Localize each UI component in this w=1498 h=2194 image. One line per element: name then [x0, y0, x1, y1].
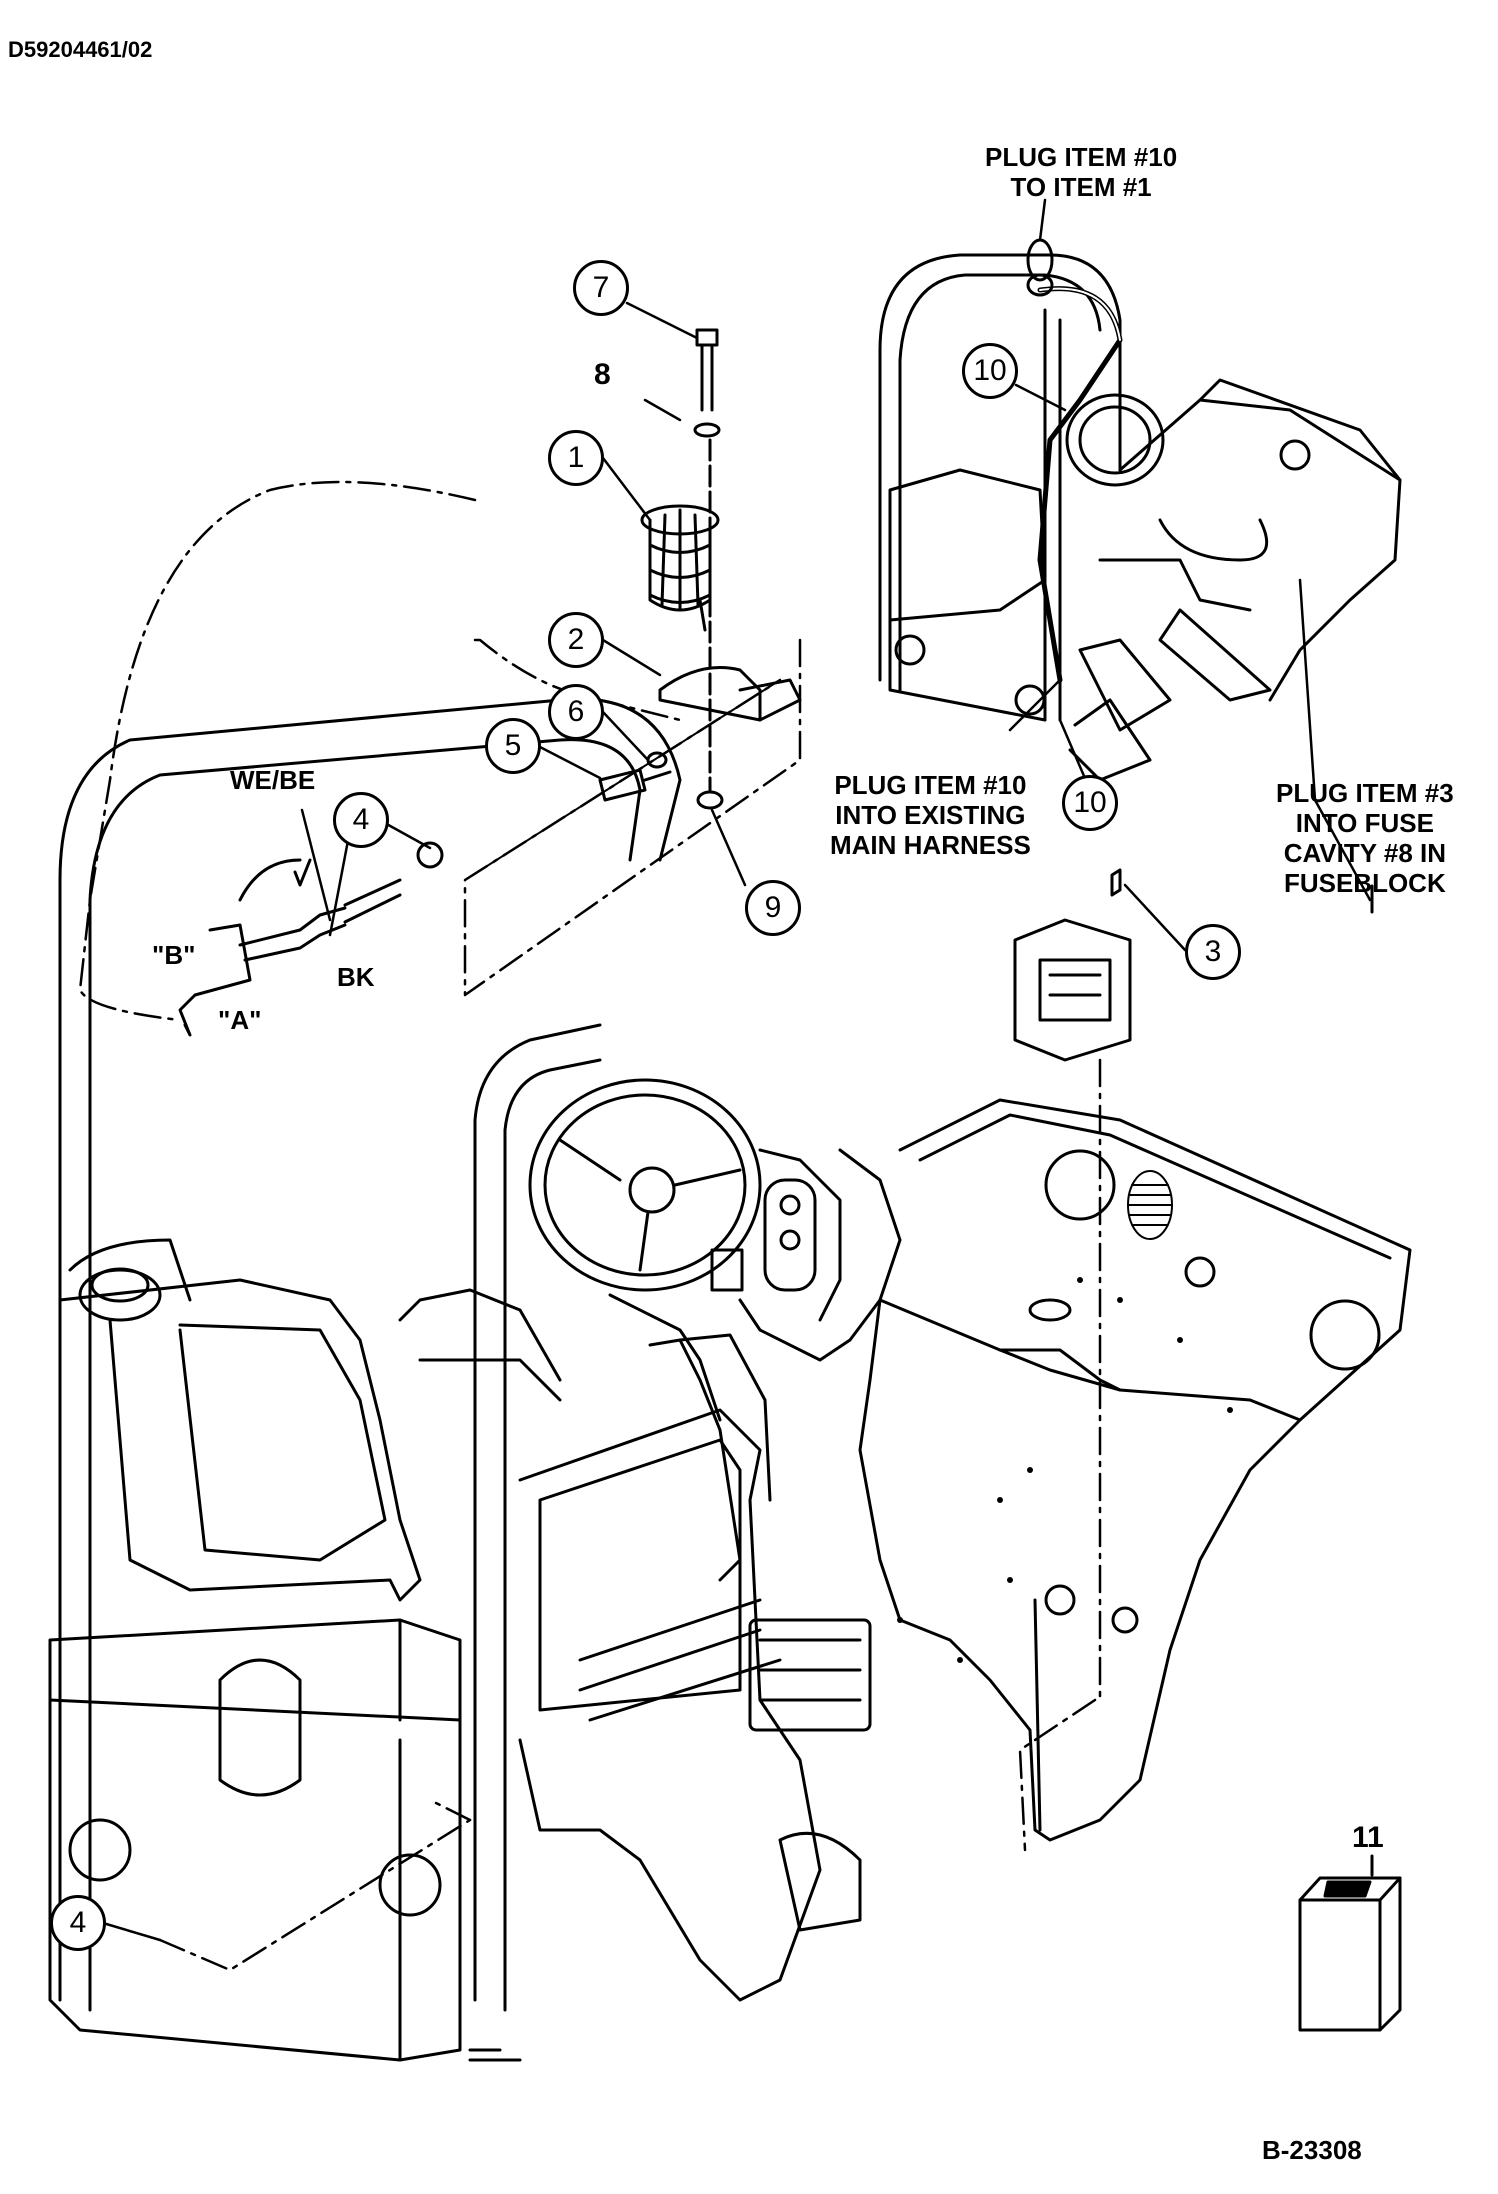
- callout-2: 2: [548, 612, 604, 668]
- note-line: PLUG ITEM #10: [834, 770, 1027, 800]
- note-plug-10-existing: PLUG ITEM #10 INTO EXISTING MAIN HARNESS: [830, 770, 1031, 860]
- wire-label-bk: BK: [337, 962, 375, 992]
- note-line: PLUG ITEM #3: [1276, 778, 1454, 808]
- callout-10-bottom: 10: [1062, 775, 1118, 831]
- beacon-light-assembly: [178, 328, 802, 1037]
- note-line: INTO FUSE: [1295, 808, 1434, 838]
- note-line: CAVITY #8 IN: [1283, 838, 1446, 868]
- note-line: MAIN HARNESS: [830, 830, 1031, 860]
- fuse-block-drawing: [1013, 868, 1132, 1062]
- callout-7: 7: [573, 260, 629, 316]
- wire-label-we-be: WE/BE: [230, 765, 316, 795]
- note-plug-3-fuse: PLUG ITEM #3 INTO FUSE CAVITY #8 IN FUSE…: [1276, 778, 1454, 898]
- note-line: FUSEBLOCK: [1283, 868, 1446, 898]
- callout-3: 3: [1185, 924, 1241, 980]
- callout-11: 11: [1352, 1821, 1384, 1854]
- callout-4-bottom: 4: [50, 1895, 106, 1951]
- callout-8: 8: [594, 358, 611, 391]
- machine-frame-drawing: [48, 697, 1412, 2062]
- note-line: INTO EXISTING: [835, 800, 1026, 830]
- callout-10-top: 10: [962, 343, 1018, 399]
- harness-route-lines: [58, 480, 1102, 2002]
- callout-6: 6: [548, 684, 604, 740]
- figure-id: B-23308: [1262, 2135, 1362, 2165]
- note-plug-10-to-1: PLUG ITEM #10 TO ITEM #1: [985, 142, 1177, 202]
- document-id: D59204461/02: [8, 37, 153, 62]
- note-line: PLUG ITEM #10: [985, 142, 1178, 172]
- inset-machine-drawing: [878, 238, 1402, 782]
- callout-5: 5: [485, 718, 541, 774]
- connector-label-a: "A": [218, 1005, 262, 1035]
- item-11-kit-box: [1298, 1854, 1402, 2032]
- note-line: TO ITEM #1: [1010, 172, 1152, 202]
- callout-4-top: 4: [333, 792, 389, 848]
- connector-label-b: "B": [152, 940, 196, 970]
- leader-lines: [101, 198, 1374, 1942]
- callout-1: 1: [548, 430, 604, 486]
- callout-9: 9: [745, 880, 801, 936]
